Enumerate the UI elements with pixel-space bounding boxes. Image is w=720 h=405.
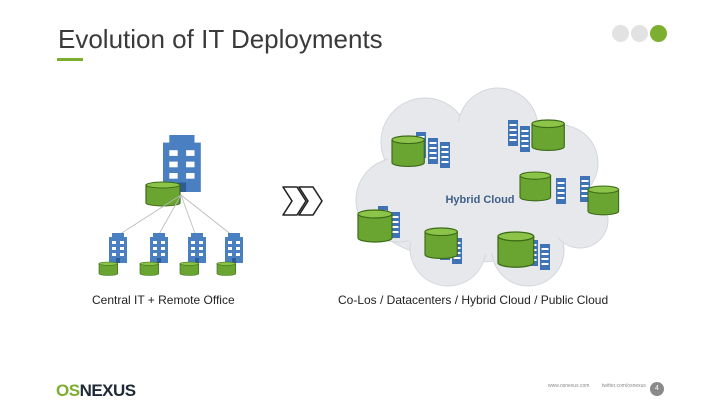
page-number-badge: 4 <box>650 382 664 396</box>
remote-office-3 <box>179 233 206 276</box>
remote-building-icon <box>150 233 168 263</box>
remote-database-icon <box>98 261 119 276</box>
logo-text: OSNEXUS <box>56 381 136 400</box>
cloud-label: Hybrid Cloud <box>445 194 514 206</box>
remote-building-icon <box>225 233 243 263</box>
database-icon <box>391 135 425 167</box>
nav-dot-1 <box>612 25 629 42</box>
left-caption: Central IT + Remote Office <box>92 293 235 307</box>
server-rack-icon <box>556 178 566 204</box>
right-caption: Co-Los / Datacenters / Hybrid Cloud / Pu… <box>338 293 609 307</box>
remote-database-icon <box>216 261 237 276</box>
remote-database-icon <box>179 261 200 276</box>
double-chevron-right-icon <box>282 186 323 216</box>
central-database-icon <box>145 181 181 207</box>
server-rack-icon <box>428 138 438 164</box>
osnexus-logo: OSNEXUS <box>56 381 136 400</box>
server-rack-icon <box>520 126 530 152</box>
server-rack-icon <box>540 244 550 270</box>
slide-title: Evolution of IT Deployments <box>58 24 383 54</box>
central-it-group <box>98 135 243 276</box>
server-rack-icon <box>440 142 450 168</box>
server-rack-icon <box>508 120 518 146</box>
remote-office-4 <box>216 233 243 276</box>
remote-database-icon <box>139 261 160 276</box>
remote-building-icon <box>188 233 206 263</box>
database-icon <box>531 119 565 151</box>
database-icon <box>424 227 458 259</box>
cloud-icon <box>355 87 609 287</box>
connection-lines <box>116 194 234 237</box>
database-icon <box>519 171 552 202</box>
database-icon <box>497 231 535 268</box>
remote-office-2 <box>139 233 168 276</box>
footer-url-left: www.osnexus.com <box>548 383 590 389</box>
footer-url-right: twitter.com/osnexus <box>602 383 646 389</box>
database-icon <box>587 185 620 216</box>
title-underline <box>57 58 83 61</box>
nav-dot-3-active <box>650 25 667 42</box>
slide-nav-dots <box>612 25 668 43</box>
database-icon <box>357 209 393 243</box>
remote-office-1 <box>98 233 127 276</box>
nav-dot-2 <box>631 25 648 42</box>
remote-building-icon <box>109 233 127 263</box>
